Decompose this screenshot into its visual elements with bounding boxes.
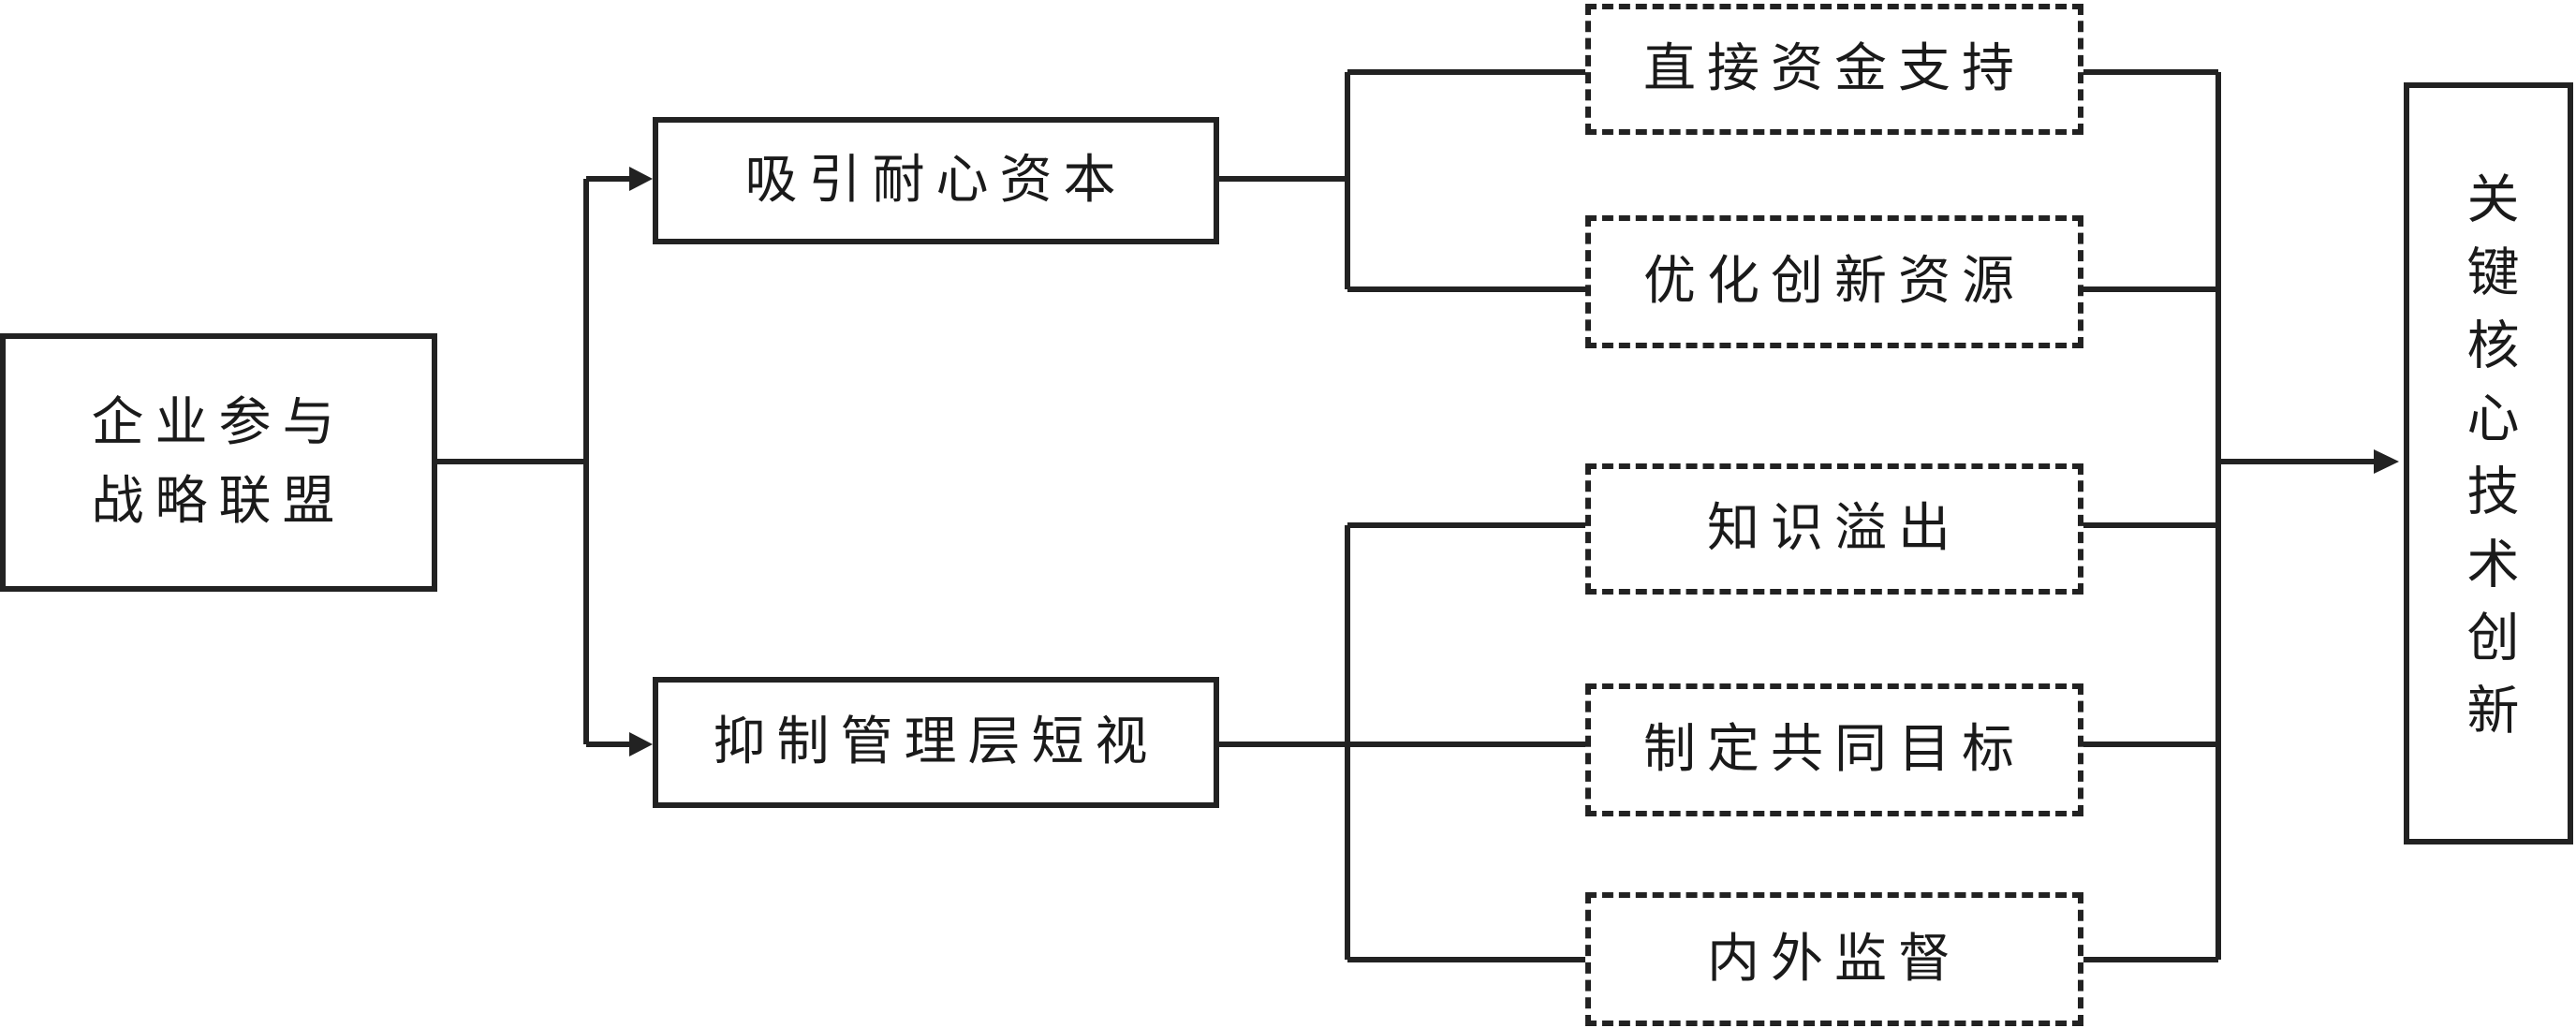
path-label: 优化创新资源 (1643, 251, 2025, 312)
path-label: 内外监督 (1707, 928, 1962, 990)
path-box-common-goals: 制定共同目标 (1585, 683, 2083, 816)
source-label-line1: 企业参与 (91, 392, 346, 453)
mechanism-label: 吸引耐心资本 (744, 150, 1127, 211)
path-label: 制定共同目标 (1643, 719, 2025, 780)
arrowhead-mechanism-1 (629, 167, 653, 191)
path-label: 直接资金支持 (1643, 38, 2025, 99)
path-box-knowledge-spillover: 知识溢出 (1585, 463, 2083, 595)
outcome-box: 关键核心技术创新 (2404, 82, 2573, 844)
path-box-supervision: 内外监督 (1585, 892, 2083, 1026)
outcome-label: 关键核心技术创新 (2458, 171, 2519, 756)
path-box-direct-funding: 直接资金支持 (1585, 4, 2083, 135)
source-box: 企业参与 战略联盟 (0, 333, 437, 592)
mechanism-box-managerial-myopia: 抑制管理层短视 (653, 677, 1219, 808)
arrowhead-outcome (2374, 449, 2399, 474)
path-box-optimize-resources: 优化创新资源 (1585, 215, 2083, 348)
path-label: 知识溢出 (1707, 498, 1962, 559)
mechanism-box-patient-capital: 吸引耐心资本 (653, 117, 1219, 244)
arrowhead-mechanism-2 (629, 732, 653, 756)
mechanism-label: 抑制管理层短视 (713, 712, 1159, 772)
source-label-line2: 战略联盟 (91, 471, 346, 532)
